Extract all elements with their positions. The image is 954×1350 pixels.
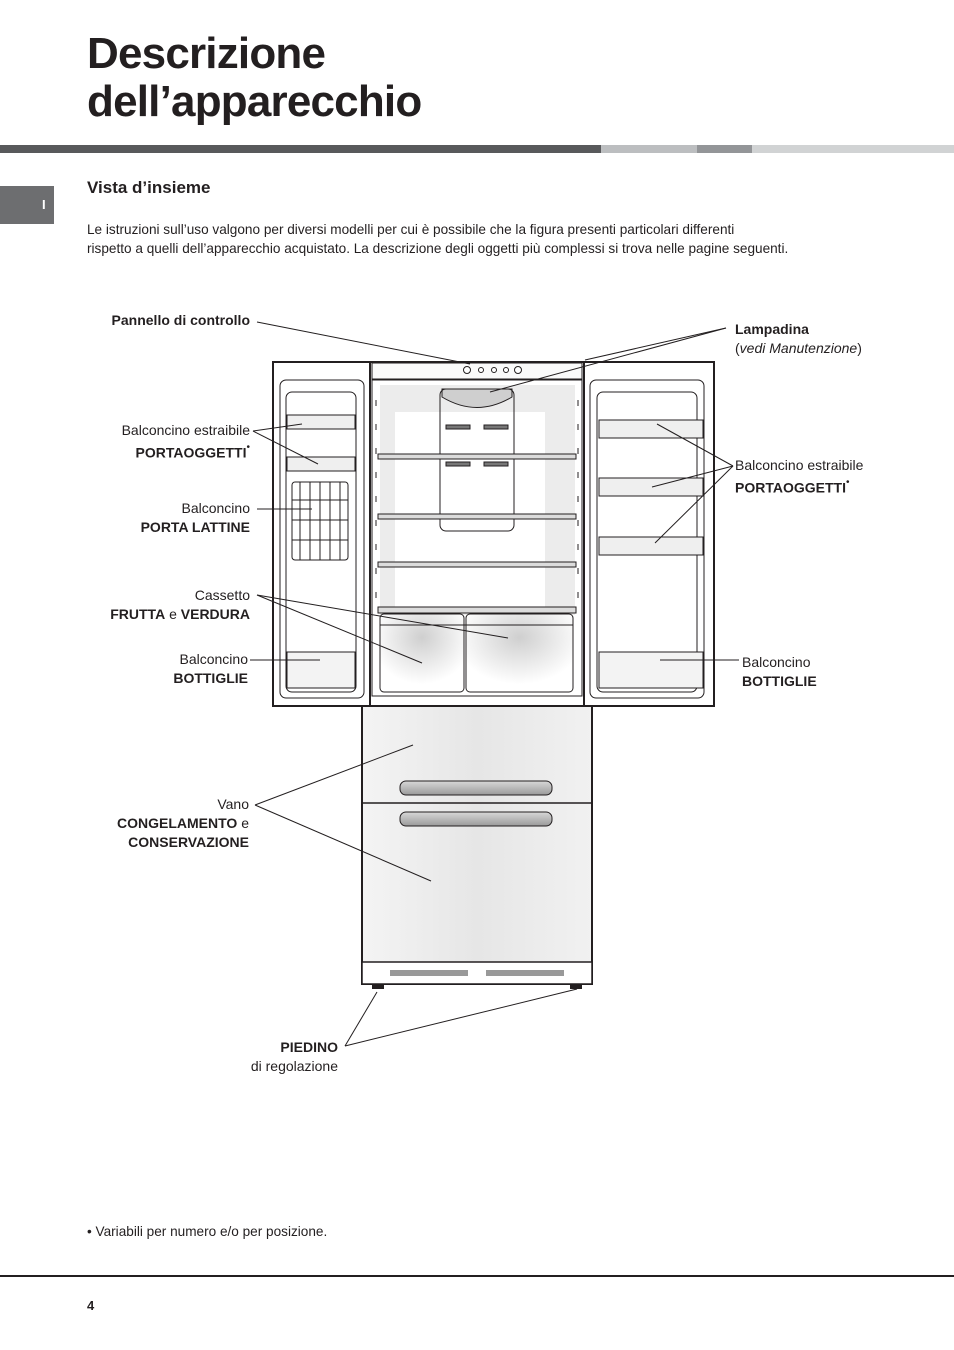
can-rack-line-1: Balconcino (181, 500, 251, 516)
header-rule-segment-1 (0, 145, 601, 153)
page-title-line-2: dell’apparecchio (87, 77, 422, 126)
crisper-drawers (379, 613, 574, 693)
intro-paragraph: Le istruzioni sull’uso valgono per diver… (87, 220, 907, 258)
label-right-door-shelf: Balconcino estraibile PORTAOGGETTI• (735, 456, 863, 498)
intro-line-2: rispetto a quelli dell’apparecchio acqui… (87, 241, 789, 256)
foot-line-1: PIEDINO (280, 1039, 338, 1055)
drawer-line-1: Cassetto (194, 587, 250, 603)
label-left-door-shelf: Balconcino estraibile PORTAOGGETTI• (122, 421, 250, 463)
lamp-paren-open: ( (735, 340, 740, 356)
right-shelf-line-2: PORTAOGGETTI (735, 479, 846, 496)
right-bottle-line-1: Balconcino (742, 654, 811, 670)
page-title: Descrizione dell’apparecchio (87, 29, 422, 126)
can-rack-line-2: PORTA LATTINE (140, 519, 250, 535)
right-shelf-line-1: Balconcino estraibile (735, 457, 864, 473)
header-rule-segment-2 (601, 145, 697, 153)
left-door (272, 361, 371, 707)
footnote: • Variabili per numero e/o per posizione… (87, 1224, 328, 1239)
label-crisper-drawer: Cassetto FRUTTA e VERDURA (110, 586, 250, 624)
label-can-rack: Balconcino PORTA LATTINE (141, 499, 250, 537)
drawer-veg: VERDURA (180, 606, 250, 622)
bottom-rule (0, 1275, 954, 1277)
freezer-compartment (361, 705, 593, 989)
freezer-congelamento: CONGELAMENTO (117, 815, 238, 831)
label-left-bottle-shelf: Balconcino BOTTIGLIE (173, 650, 248, 688)
control-panel-text: Pannello di controllo (111, 312, 250, 328)
header-rule-segment-3 (697, 145, 752, 153)
section-title: Vista d’insieme (87, 178, 211, 197)
left-shelf-line-1: Balconcino estraibile (121, 422, 250, 438)
left-shelf-line-2: PORTAOGGETTI (135, 444, 247, 461)
intro-line-1: Le istruzioni sull’uso valgono per diver… (87, 222, 735, 237)
page-number: 4 (87, 1298, 95, 1313)
left-bottle-line-2: BOTTIGLIE (173, 670, 248, 686)
freezer-e: e (237, 815, 249, 831)
drawer-fruit: FRUTTA (110, 606, 166, 622)
lamp-text: Lampadina (735, 321, 809, 337)
label-freezer: Vano CONGELAMENTO e CONSERVAZIONE (117, 795, 249, 852)
lamp-note: vedi Manutenzione (739, 340, 858, 356)
left-shelf-bullet: • (246, 442, 250, 453)
freezer-line-3: CONSERVAZIONE (128, 834, 249, 850)
right-bottle-line-2: BOTTIGLIE (742, 673, 817, 689)
right-shelf-bullet: • (845, 477, 850, 488)
language-tab-label: I (42, 197, 46, 212)
freezer-line-1: Vano (217, 796, 249, 812)
label-adjustable-foot: PIEDINO di regolazione (251, 1038, 338, 1076)
lamp-paren-close: ) (857, 340, 862, 356)
header-rule-segment-4 (752, 145, 954, 153)
drawer-and: e (165, 606, 181, 622)
left-bottle-line-1: Balconcino (179, 651, 249, 667)
foot-line-2: di regolazione (250, 1058, 338, 1074)
page-title-line-1: Descrizione (87, 29, 326, 78)
language-tab: I (0, 186, 54, 224)
label-right-bottle-shelf: Balconcino BOTTIGLIE (742, 653, 817, 691)
right-door (583, 361, 715, 707)
label-lamp: Lampadina (vedi Manutenzione) (735, 320, 862, 358)
label-control-panel: Pannello di controllo (112, 311, 250, 330)
leader-lines (250, 321, 739, 1047)
